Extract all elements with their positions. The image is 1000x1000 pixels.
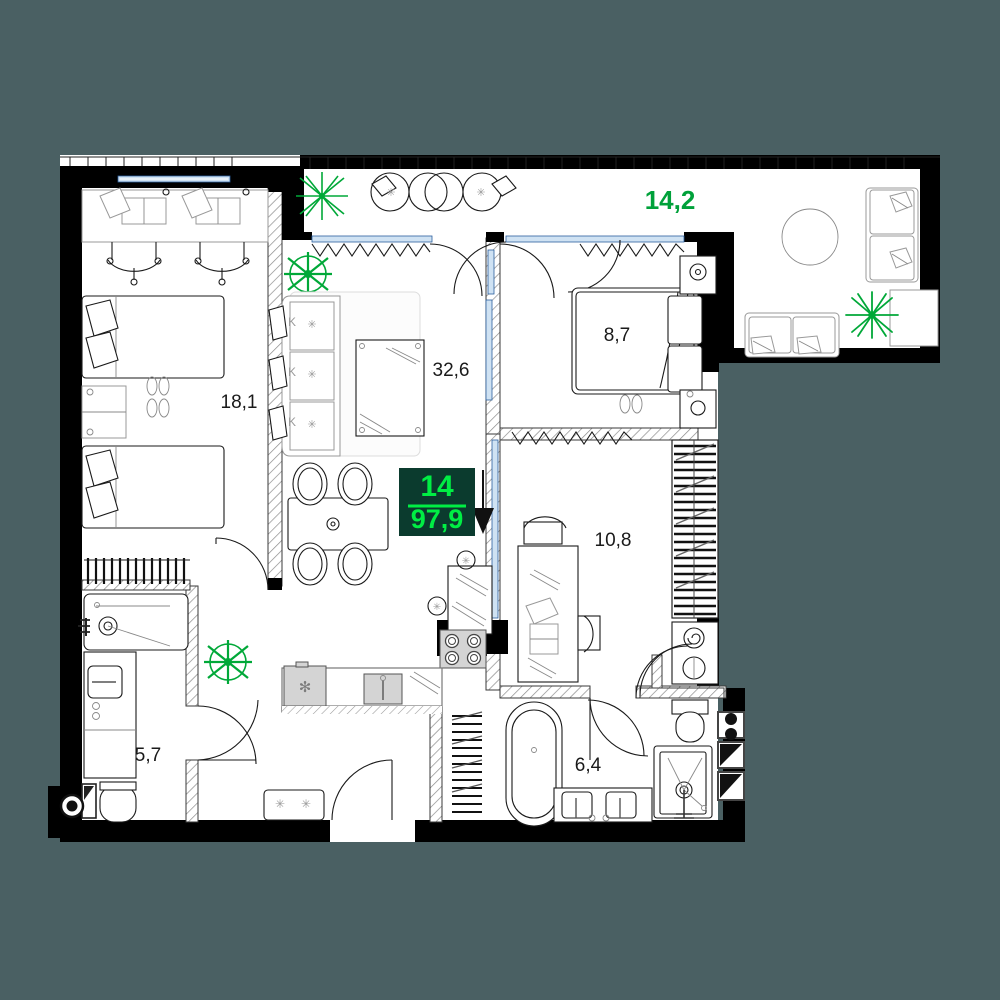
terrace-railings: [311, 243, 685, 445]
bathtub: [505, 701, 563, 827]
planter-bathroom: [204, 640, 252, 684]
cooktop: [439, 629, 487, 669]
planter-top-left: [296, 172, 348, 220]
room-label-bedroom-two: 8,7: [604, 325, 630, 346]
toilet-guest: [59, 781, 137, 823]
desk-chair-top: [523, 516, 567, 545]
loveseat: [865, 187, 919, 283]
terrace-poufs: ✳ ✳: [370, 172, 517, 212]
svg-text:✳: ✳: [307, 319, 316, 331]
shower-guest: [78, 593, 189, 651]
sofa-three-seat-terrace: [744, 312, 840, 358]
svg-text:K: K: [288, 415, 296, 429]
svg-text:✳: ✳: [307, 419, 316, 431]
bed-upper: [81, 295, 225, 379]
room-label-terrace: 14,2: [645, 185, 696, 215]
bathroom-main-fixtures: [505, 697, 745, 827]
svg-text:✳: ✳: [386, 187, 395, 199]
svg-text:✳: ✳: [476, 187, 485, 199]
bedroom-two-furniture: [453, 241, 717, 429]
entrance-direction-arrow: [472, 470, 494, 534]
badge-total-area: 97,9: [411, 504, 464, 534]
svg-text:K: K: [288, 315, 296, 329]
svg-text:✳: ✳: [307, 369, 316, 381]
wardrobe-hanging: [671, 439, 719, 619]
living-room-furniture: ✳ ✳ ✳ K K K: [268, 291, 425, 586]
shower-main: [653, 745, 713, 819]
kitchen-furniture: ✳ ✳ ✻: [263, 550, 493, 821]
room-label-living-kitchen: 32,6: [433, 360, 470, 381]
svg-text:K: K: [288, 365, 296, 379]
area-labels: 18,1 32,6 8,7 10,8 6,4 5,7 14,2: [135, 185, 696, 776]
terrace-parapet: [60, 156, 940, 169]
slippers-bedroom: [146, 376, 170, 418]
kitchen-sink: [363, 673, 403, 705]
terrace-furniture: [429, 187, 939, 358]
toilet-main: [671, 699, 709, 743]
svg-text:✳: ✳: [433, 602, 441, 613]
planter-terrace: [845, 291, 899, 339]
sofa-living: ✳ ✳ ✳ K K K: [268, 295, 341, 457]
svg-text:✳: ✳: [462, 556, 470, 567]
refrigerator: ✻: [283, 661, 327, 707]
room-label-bathroom-main: 6,4: [575, 755, 602, 776]
badge-unit-number: 14: [420, 470, 454, 503]
study-furniture: [517, 439, 719, 699]
radiator: [86, 558, 186, 584]
dining-set: [287, 462, 389, 586]
bedroom-main-furniture: [81, 187, 269, 591]
room-label-study: 10,8: [595, 530, 632, 551]
room-label-bathroom-guest: 5,7: [135, 745, 161, 766]
svg-text:✳: ✳: [301, 797, 311, 811]
svg-text:✻: ✻: [299, 679, 312, 696]
apartment-badge[interactable]: 14 97,9: [399, 468, 475, 536]
bed-lower: [81, 445, 225, 529]
windows: [117, 175, 685, 619]
bathroom-guest-fixtures: [59, 593, 259, 823]
desk-chair-side: [577, 615, 601, 653]
coffee-table: [355, 339, 425, 437]
interior-walls: [81, 166, 727, 823]
svg-text:✳: ✳: [275, 797, 285, 811]
riser-shaft: [717, 711, 745, 801]
room-label-bedroom-main: 18,1: [221, 392, 258, 413]
